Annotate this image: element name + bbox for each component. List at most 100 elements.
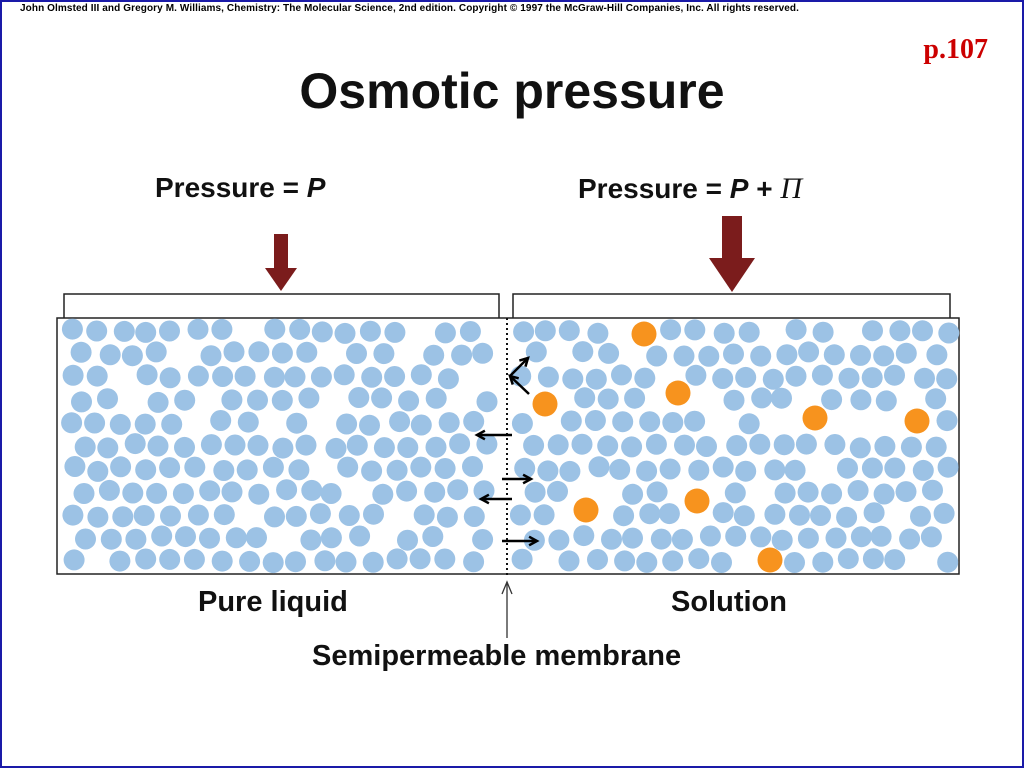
solvent-molecule (159, 367, 181, 389)
solvent-molecule (884, 457, 906, 479)
solvent-molecule (713, 322, 735, 344)
solvent-molecule (74, 436, 96, 458)
solvent-molecule (937, 551, 959, 573)
solvent-molecule (320, 527, 342, 549)
solvent-molecule (511, 413, 533, 434)
solvent-molecule (301, 479, 323, 501)
osmotic-pressure-symbol: Π (780, 172, 803, 205)
solute-molecule (573, 497, 599, 523)
solvent-molecule (423, 344, 445, 366)
right-pressure-prefix: Pressure = (578, 173, 730, 204)
solvent-molecule (64, 456, 86, 477)
solvent-molecule (685, 364, 707, 386)
solvent-molecule (86, 320, 108, 342)
solvent-molecule (925, 388, 947, 410)
solvent-molecule (824, 434, 846, 455)
solvent-molecule (314, 550, 336, 572)
solvent-molecule (749, 433, 771, 455)
right-pressure-plus: + (748, 173, 781, 204)
solvent-molecule (723, 343, 744, 365)
solvent-molecule (422, 526, 444, 547)
solvent-molecule (472, 342, 494, 364)
solvent-molecule (159, 548, 181, 570)
solvent-molecule (333, 364, 355, 386)
solvent-molecule (548, 529, 570, 551)
solvent-molecule (147, 391, 169, 413)
solvent-molecule (372, 483, 394, 505)
solvent-molecule (62, 364, 84, 386)
solvent-molecule (861, 367, 883, 389)
solvent-molecule (87, 506, 109, 528)
solvent-molecule (397, 437, 419, 458)
solvent-molecule (572, 341, 594, 363)
solvent-flow-arrows (474, 356, 540, 547)
solvent-molecule (75, 528, 96, 550)
solvent-molecule (795, 433, 817, 455)
solvent-molecule (611, 364, 632, 386)
solvent-molecule (425, 387, 447, 409)
solvent-molecule (271, 389, 293, 411)
solute-particles (532, 321, 930, 573)
right-pressure-label: Pressure = P + Π (578, 172, 802, 206)
solvent-molecule (785, 319, 807, 341)
solvent-molecule (584, 410, 606, 431)
solvent-molecule (797, 481, 819, 503)
solvent-molecule (733, 505, 755, 527)
solvent-molecule (109, 413, 131, 435)
solvent-molecule (837, 457, 858, 479)
solvent-molecule (135, 321, 157, 343)
solvent-molecule (821, 483, 843, 505)
solvent-molecule (109, 550, 131, 572)
solvent-molecule (263, 366, 285, 388)
solvent-molecule (84, 412, 106, 434)
solvent-molecule (73, 483, 95, 504)
flow-arrow (474, 429, 512, 441)
solvent-molecule (936, 368, 958, 390)
solvent-molecule (771, 387, 792, 409)
solvent-molecule (410, 456, 432, 478)
solvent-molecule (862, 320, 883, 342)
solvent-molecule (645, 433, 667, 455)
solvent-molecule (187, 365, 209, 387)
solvent-molecule (639, 411, 661, 433)
solvent-molecule (726, 435, 748, 456)
solvent-molecule (373, 343, 395, 365)
right-pressure-variable: P (729, 173, 749, 204)
solvent-molecule (389, 411, 411, 433)
solvent-molecule (337, 456, 359, 478)
solvent-molecule (223, 341, 245, 363)
solvent-molecule (386, 459, 408, 481)
solvent-molecule (97, 437, 119, 459)
solvent-molecule (247, 434, 269, 456)
solvent-molecule (601, 528, 622, 550)
solvent-molecule (662, 412, 684, 433)
solvent-molecule (936, 410, 958, 432)
solvent-molecule (587, 322, 609, 344)
solvent-molecule (684, 410, 706, 432)
solvent-molecule (920, 526, 942, 548)
solvent-molecule (712, 368, 734, 389)
solvent-molecule (434, 458, 456, 479)
solvent-molecule (146, 482, 168, 504)
solvent-molecule (346, 434, 368, 456)
solvent-molecule (187, 504, 209, 526)
solvent-molecule (850, 389, 872, 411)
solvent-molecule (284, 366, 306, 388)
right-piston (512, 293, 951, 318)
solvent-molecule (298, 387, 320, 409)
solvent-molecule (71, 391, 92, 413)
membrane-label: Semipermeable membrane (312, 640, 682, 672)
flow-arrow (502, 473, 534, 485)
solvent-molecule (288, 459, 310, 481)
solvent-molecule (348, 387, 370, 408)
solvent-molecule (636, 460, 658, 482)
solute-molecule (802, 405, 828, 431)
solvent-molecule (646, 345, 668, 367)
solvent-molecule (447, 479, 469, 501)
solvent-molecule (61, 412, 83, 434)
left-pressure-arrow (265, 234, 297, 291)
solvent-molecule (937, 456, 959, 478)
solvent-molecule (812, 321, 834, 343)
solvent-molecule (246, 527, 267, 549)
